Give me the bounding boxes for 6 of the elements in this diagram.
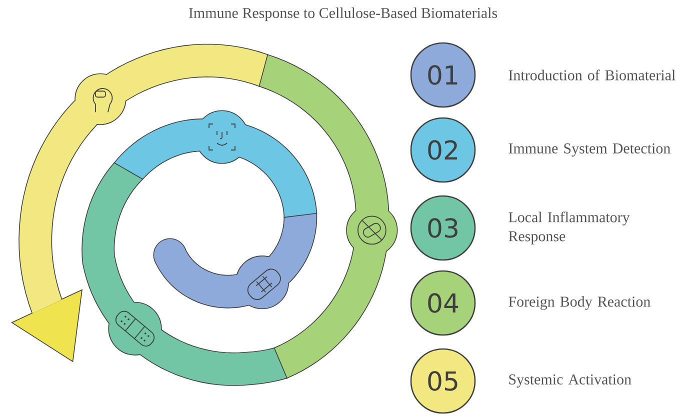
step-label: Foreign Body Reaction	[508, 296, 650, 310]
step-label: Local Inflammatory Response	[508, 212, 630, 244]
title: Immune Response to Cellulose-Based Biomaterials	[189, 8, 498, 22]
step-label: Introduction of Biomaterial	[508, 70, 676, 80]
step-label: Systemic Activation	[509, 374, 632, 388]
step-label: Immune System Detection	[508, 143, 670, 157]
